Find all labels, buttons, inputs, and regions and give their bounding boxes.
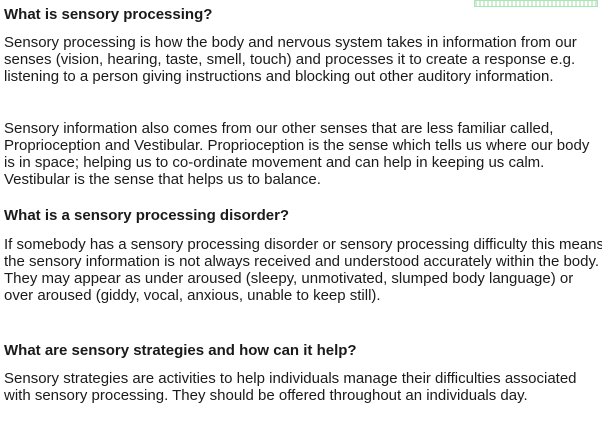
heading-what-is-sensory-processing-disorder: What is a sensory processing disorder? [4, 207, 290, 224]
paragraph-proprioception-vestibular: Sensory information also comes from our … [4, 120, 590, 188]
paragraph-sensory-processing-definition: Sensory processing is how the body and n… [4, 34, 577, 85]
paragraph-sensory-strategies: Sensory strategies are activities to hel… [4, 370, 577, 404]
paragraph-sensory-processing-disorder: If somebody has a sensory processing dis… [4, 236, 602, 304]
top-right-stamp-mark [474, 0, 598, 7]
heading-what-is-sensory-processing: What is sensory processing? [4, 6, 213, 23]
heading-sensory-strategies: What are sensory strategies and how can … [4, 342, 357, 359]
